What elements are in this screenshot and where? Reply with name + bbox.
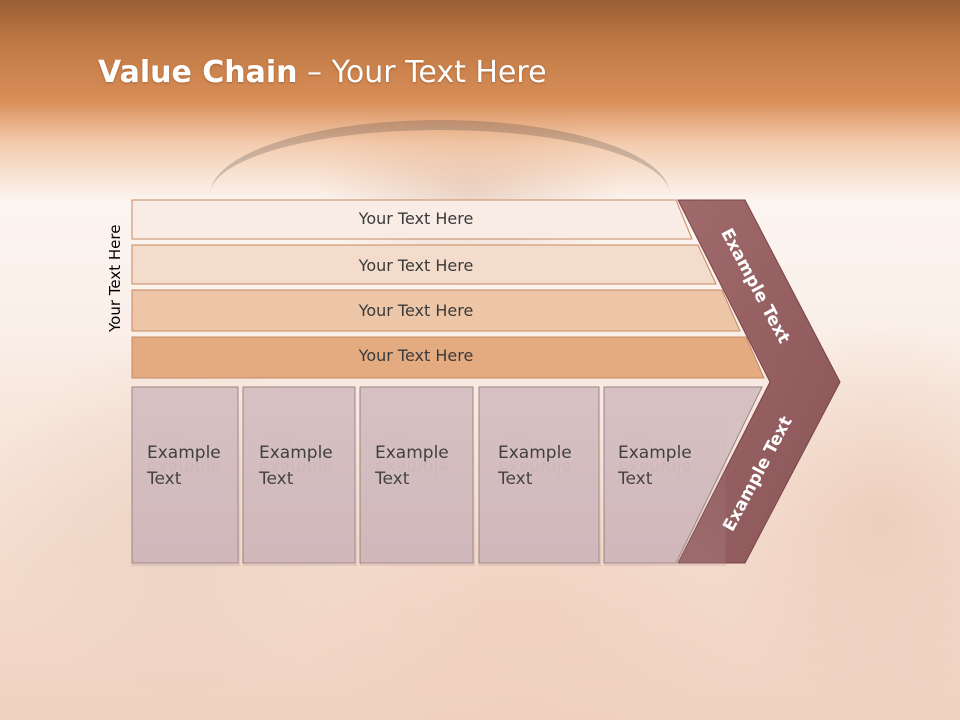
bar-1-label: Your Text Here [358, 209, 474, 228]
title-bold: Value Chain [98, 55, 298, 90]
activity-box-4[interactable] [478, 386, 600, 564]
title-rest: – Your Text Here [297, 55, 547, 90]
bar-3[interactable] [131, 289, 741, 332]
bar-1[interactable] [131, 199, 693, 240]
bar-4[interactable] [131, 336, 765, 379]
bar-2[interactable] [131, 244, 717, 285]
activity-box-5[interactable] [603, 386, 763, 564]
activity-box-1[interactable] [131, 386, 239, 564]
activity-box-3[interactable] [359, 386, 474, 564]
bar-2-label: Your Text Here [358, 256, 474, 275]
activity-box-2[interactable] [242, 386, 356, 564]
slide-title[interactable]: Value Chain – Your Text Here [98, 55, 547, 90]
bar-4-label: Your Text Here [358, 346, 474, 365]
bar-3-label: Your Text Here [358, 301, 474, 320]
margin-chevron[interactable] [677, 199, 841, 564]
background-figure [210, 120, 670, 270]
side-label: Your Text Here [106, 224, 124, 332]
